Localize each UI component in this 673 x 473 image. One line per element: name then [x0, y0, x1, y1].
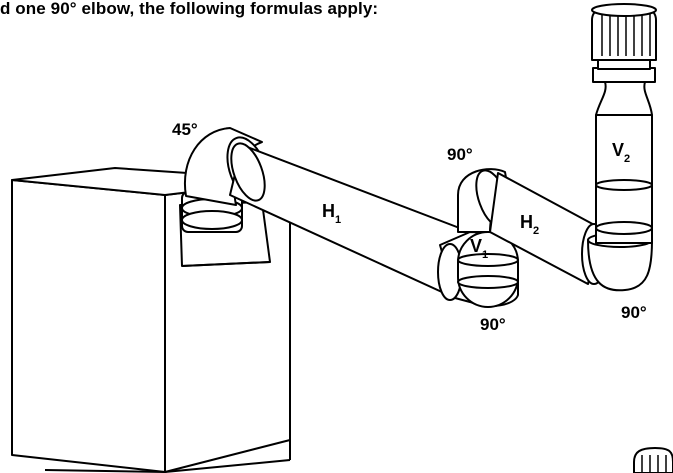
- angle-label-45: 45°: [172, 120, 198, 139]
- elbow-90-v1: [437, 231, 519, 308]
- pipe-label-v2: V2: [612, 140, 630, 165]
- terminal-cap: [591, 3, 657, 116]
- angle-label-90-v1: 90°: [480, 315, 506, 334]
- instruction-heading: d one 90° elbow, the following formulas …: [0, 0, 379, 18]
- pipe-label-v1: V1: [470, 236, 488, 261]
- spare-terminal-cap: [633, 447, 673, 473]
- pipe-label-h1: H1: [322, 201, 341, 226]
- boiler-cabinet: [11, 167, 291, 473]
- pipe-label-h2: H2: [520, 212, 539, 237]
- pipe-v2: [595, 114, 653, 244]
- angle-label-90-right: 90°: [621, 303, 647, 322]
- angle-label-90-top: 90°: [447, 145, 473, 164]
